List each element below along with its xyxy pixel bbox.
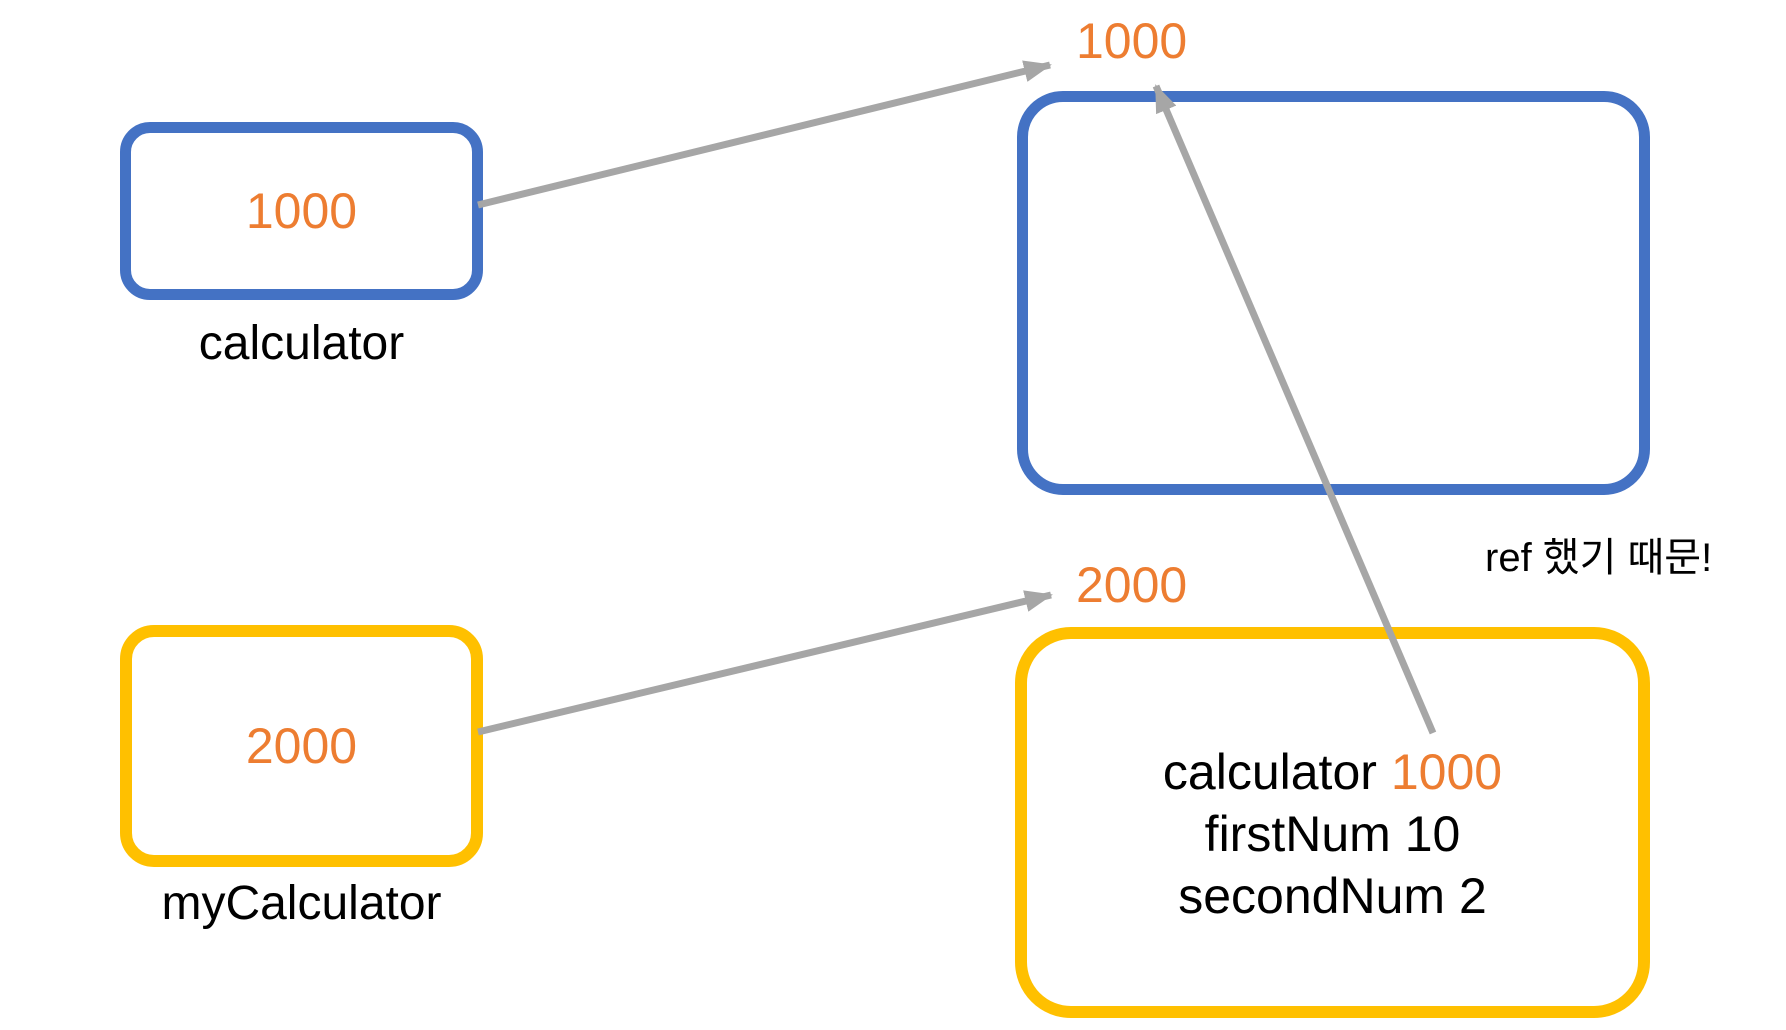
stack-variable-mycalculator-box: 2000	[120, 625, 483, 867]
ref-annotation: ref 했기 때문!	[1485, 536, 1713, 580]
field-secondnum-name: secondNum	[1178, 868, 1446, 924]
field-calculator-name: calculator	[1162, 744, 1377, 800]
field-row-firstnum: firstNum 10	[1015, 803, 1650, 865]
arrow-calculator-to-object1-icon	[477, 60, 1052, 209]
stack-variable-calculator-box: 1000	[120, 122, 483, 300]
calculator-address-value: 1000	[245, 183, 358, 239]
calculator-variable-label: calculator	[198, 317, 405, 370]
heap-object2-fields: calculator 1000 firstNum 10 secondNum 2	[1015, 741, 1650, 927]
field-row-secondnum: secondNum 2	[1015, 865, 1650, 927]
mycalculator-variable-label: myCalculator	[161, 877, 442, 930]
heap-object2-address-label: 2000	[1076, 557, 1188, 613]
field-firstnum-name: firstNum	[1204, 806, 1391, 862]
field-calculator-address-value: 1000	[1390, 744, 1503, 800]
heap-object1-box	[1017, 91, 1650, 495]
arrow-mycalculator-to-object2-icon	[477, 590, 1053, 736]
field-firstnum-value: 10	[1404, 806, 1461, 862]
heap-object1-address-label: 1000	[1076, 13, 1188, 69]
mycalculator-address-value: 2000	[245, 718, 358, 774]
field-row-calculator: calculator 1000	[1015, 741, 1650, 803]
field-secondnum-value: 2	[1458, 868, 1487, 924]
